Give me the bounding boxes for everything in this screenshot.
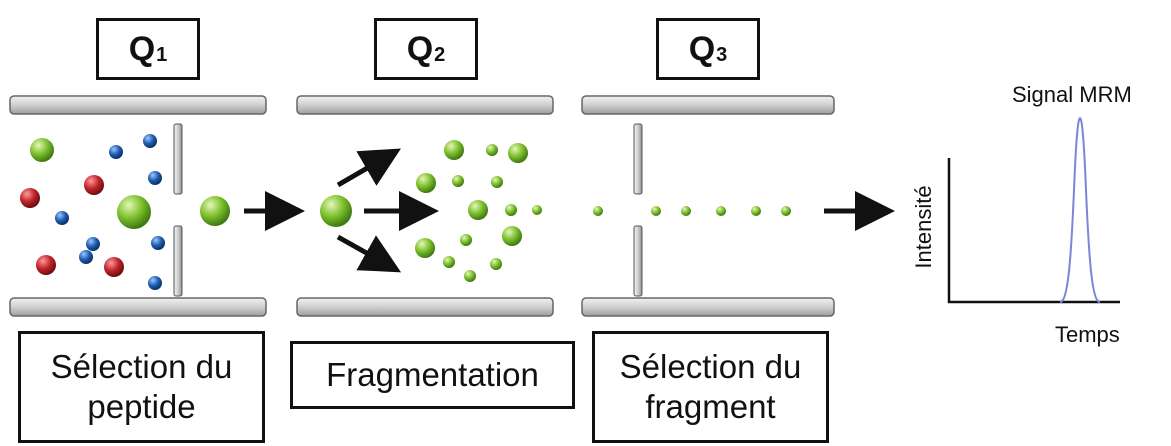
green-ion xyxy=(452,175,464,187)
mrm-peak xyxy=(1059,116,1101,303)
q2-subscript: 2 xyxy=(434,43,446,66)
green-ion xyxy=(716,206,726,216)
blue-ion xyxy=(86,237,100,251)
blue-ion xyxy=(148,276,162,290)
blue-ion xyxy=(143,134,157,148)
green-ion xyxy=(681,206,691,216)
q3-slit-upper xyxy=(633,123,643,195)
q3-top-rod xyxy=(581,95,835,115)
q2-label-box: Fragmentation xyxy=(290,341,575,409)
green-ion xyxy=(30,138,54,162)
green-ion xyxy=(532,205,542,215)
q1-symbol: Q xyxy=(128,29,156,68)
q3-label-box: Sélection du fragment xyxy=(592,331,829,443)
fragment-arrow-down xyxy=(336,234,402,273)
blue-ion xyxy=(148,171,162,185)
mrm-signal-plot xyxy=(947,116,1120,304)
q2-fragment-ions xyxy=(415,140,542,282)
q3-slit-lower xyxy=(633,225,643,297)
q2-precursor-ion xyxy=(320,195,352,227)
q2-symbol: Q xyxy=(406,29,434,68)
blue-ion xyxy=(55,211,69,225)
blue-ion xyxy=(109,145,123,159)
q1-ions xyxy=(20,134,165,290)
green-ion xyxy=(781,206,791,216)
green-ion xyxy=(491,176,503,188)
q2-bottom-rod xyxy=(296,297,554,317)
blue-ion xyxy=(151,236,165,250)
q3-subscript: 3 xyxy=(716,43,728,66)
q3-symbol: Q xyxy=(688,29,716,68)
fragment-arrow-up xyxy=(336,148,401,188)
q1-top-rod xyxy=(9,95,267,115)
signal-title: Signal MRM xyxy=(1012,82,1132,107)
green-ion xyxy=(443,256,455,268)
q2-step-label: Fragmentation xyxy=(326,356,539,393)
green-ion xyxy=(490,258,502,270)
green-ion xyxy=(502,226,522,246)
green-ion xyxy=(464,270,476,282)
q3-selected-fragments xyxy=(593,206,791,216)
y-axis-label: Intensité xyxy=(911,185,936,269)
q1-label-box: Sélection du peptide xyxy=(18,331,265,443)
green-ion xyxy=(651,206,661,216)
red-ion xyxy=(36,255,56,275)
red-ion xyxy=(20,188,40,208)
selected-precursor-ion xyxy=(200,196,230,226)
red-ion xyxy=(84,175,104,195)
green-ion xyxy=(415,238,435,258)
q1-subscript: 1 xyxy=(156,43,168,66)
red-ion xyxy=(104,257,124,277)
q3-bottom-rod xyxy=(581,297,835,317)
q3-step-label: Sélection du fragment xyxy=(619,348,802,425)
q1-slit-lower xyxy=(173,225,183,297)
green-ion xyxy=(460,234,472,246)
q2-top-rod xyxy=(296,95,554,115)
q1-step-label: Sélection du peptide xyxy=(50,348,233,425)
green-ion xyxy=(508,143,528,163)
blue-ion xyxy=(79,250,93,264)
green-ion xyxy=(751,206,761,216)
q1-bottom-rod xyxy=(9,297,267,317)
x-axis-label: Temps xyxy=(1055,322,1120,347)
green-ion xyxy=(444,140,464,160)
q1-slit-upper xyxy=(173,123,183,195)
green-ion xyxy=(505,204,517,216)
green-ion xyxy=(416,173,436,193)
green-ion xyxy=(593,206,603,216)
green-ion xyxy=(468,200,488,220)
green-ion xyxy=(486,144,498,156)
green-ion xyxy=(117,195,151,229)
